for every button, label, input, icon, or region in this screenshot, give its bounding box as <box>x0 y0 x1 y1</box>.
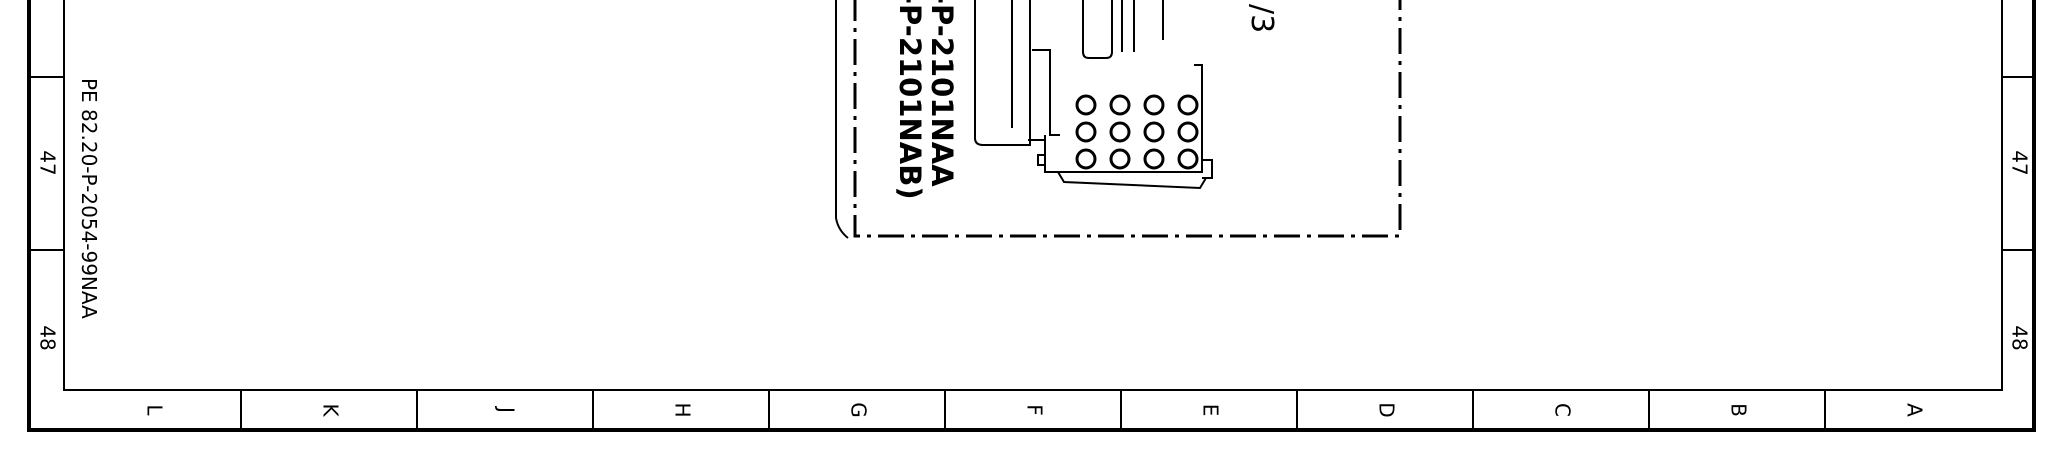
column-label-b: B <box>1727 403 1751 417</box>
connector-symbol <box>974 0 1213 190</box>
component-label-line2: -P-2101NAB) <box>893 0 927 200</box>
connector-pins <box>1075 94 1199 170</box>
column-label-k: K <box>319 403 343 417</box>
inner-frame <box>63 0 2003 391</box>
row-label-left-47: 47 <box>36 150 60 175</box>
column-label-e: E <box>1199 404 1223 417</box>
row-label-right-48: 48 <box>2008 325 2032 350</box>
column-label-l: L <box>143 404 167 416</box>
column-label-j: J <box>495 405 519 413</box>
row-label-left-48: 48 <box>36 325 60 350</box>
partial-label: /3 <box>1244 4 1279 33</box>
column-label-g: G <box>847 402 871 418</box>
column-dividers <box>240 390 1826 430</box>
document-number: PE 82.20-P-2054-99NAA <box>77 78 101 319</box>
cable-line <box>835 0 849 239</box>
outer-frame <box>27 0 2036 432</box>
row-label-right-47: 47 <box>2008 150 2032 175</box>
column-label-f: F <box>1023 404 1047 416</box>
column-label-h: H <box>671 402 695 417</box>
column-label-c: C <box>1551 403 1575 417</box>
column-label-d: D <box>1375 402 1399 417</box>
column-label-a: A <box>1903 403 1927 417</box>
component-label-line1: -P-2101NAA <box>925 0 959 187</box>
